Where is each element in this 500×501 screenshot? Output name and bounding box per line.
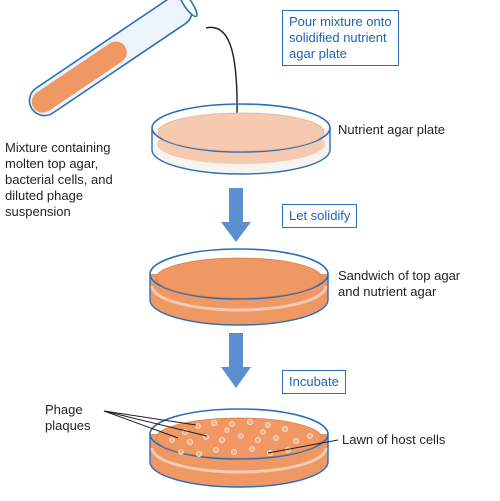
step-pour-box: Pour mixture onto solidified nutrient ag… — [282, 10, 399, 66]
mixture-label: Mixture containing molten top agar, bact… — [5, 140, 113, 220]
nutrient-agar-plate — [152, 104, 330, 174]
lawn-label: Lawn of host cells — [342, 432, 445, 448]
plaque-plate — [150, 409, 328, 487]
flow-arrow-1 — [221, 188, 251, 242]
plaques-label: Phage plaques — [45, 402, 91, 434]
step-solidify-box: Let solidify — [282, 204, 357, 228]
step-incubate-box: Incubate — [282, 370, 346, 394]
sandwich-label: Sandwich of top agar and nutrient agar — [338, 268, 460, 300]
flow-arrow-2 — [221, 333, 251, 388]
sandwich-plate — [150, 249, 328, 325]
nutrient-plate-label: Nutrient agar plate — [338, 122, 445, 138]
tube-mixture — [28, 37, 131, 117]
test-tube — [24, 0, 200, 121]
